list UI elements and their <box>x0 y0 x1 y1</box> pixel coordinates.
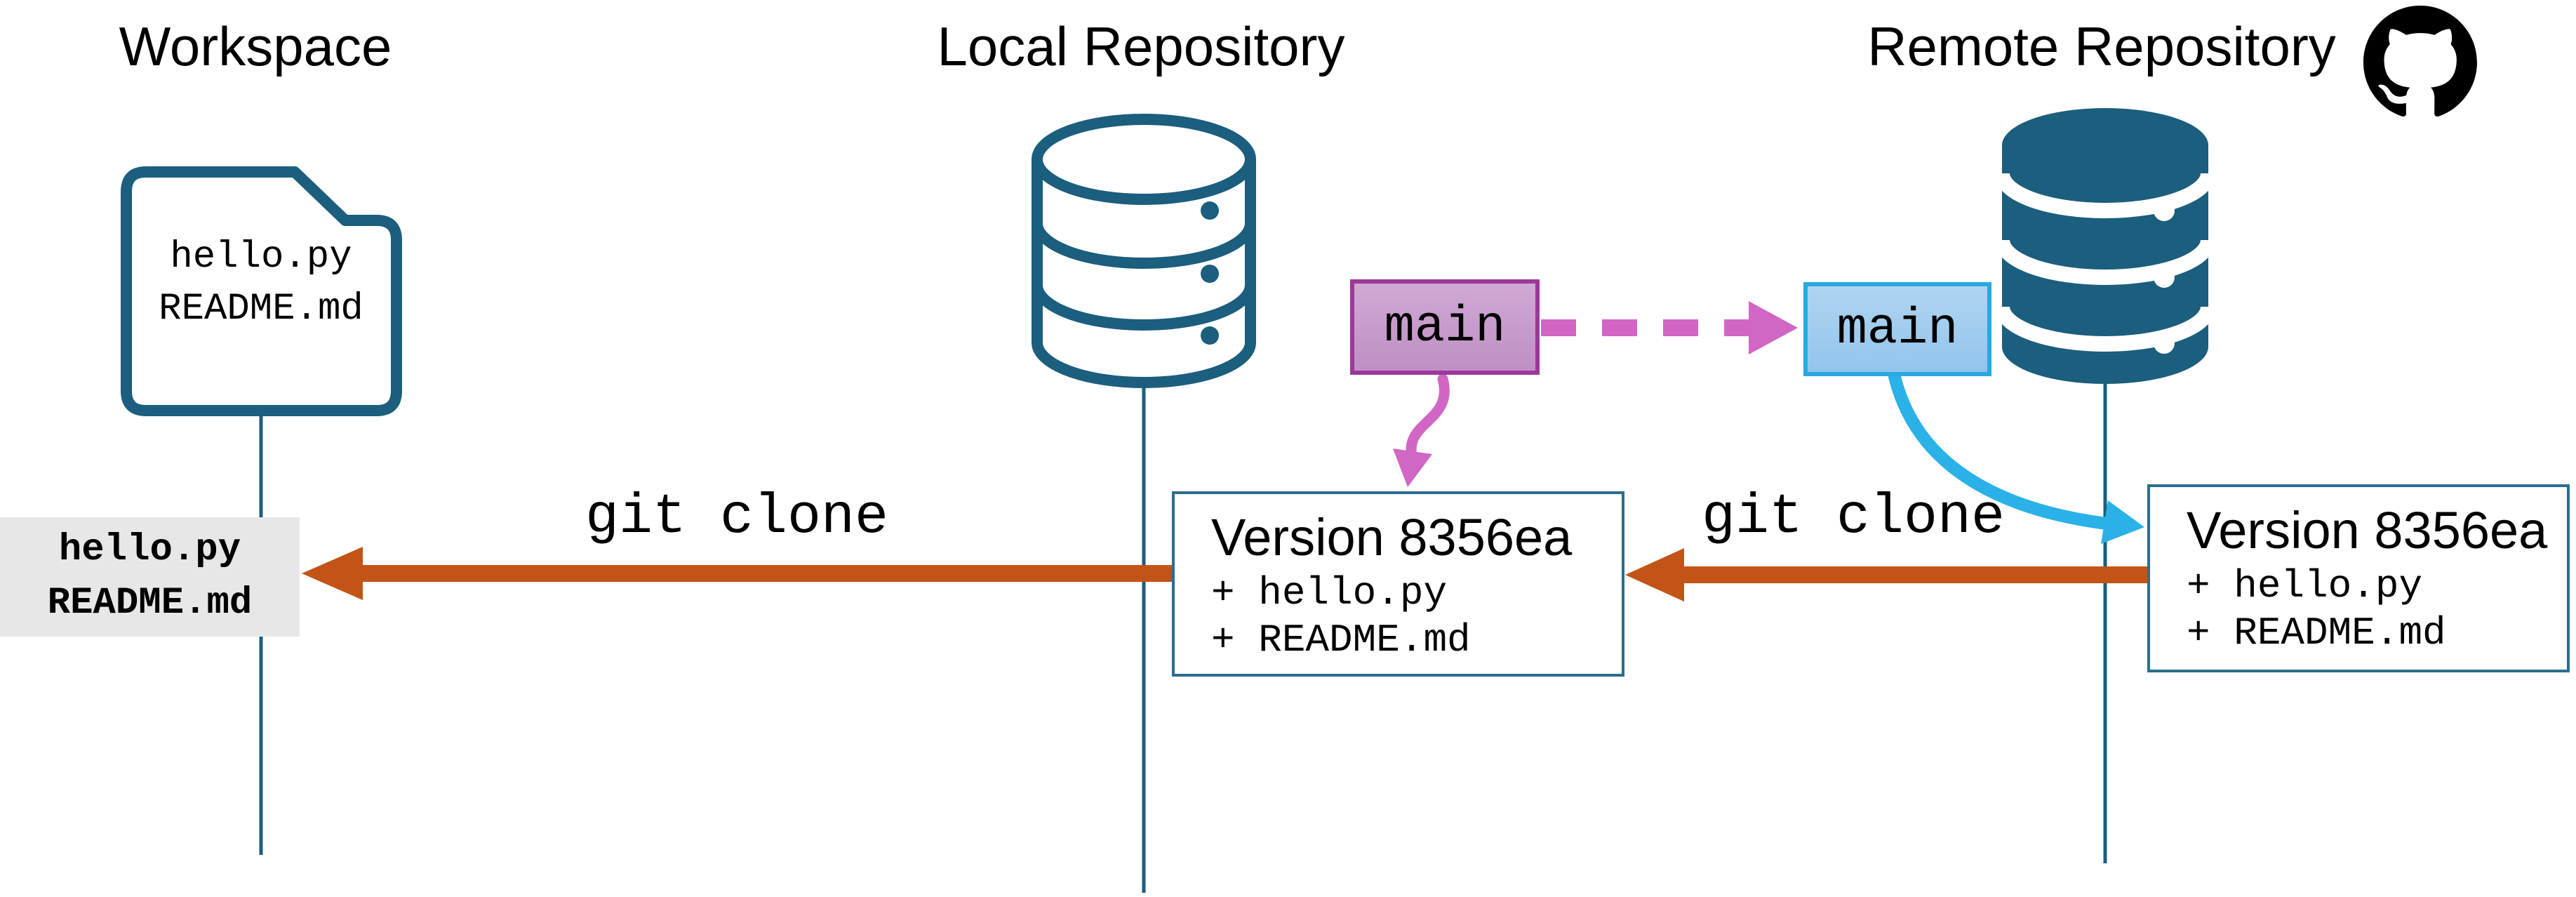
git-clone-label-right: git clone <box>1701 486 2006 550</box>
local-version-change-2: + README.md <box>1211 618 1471 663</box>
remote-repo-title: Remote Repository <box>1867 15 2336 77</box>
database-band-1 <box>1032 222 1256 269</box>
database-dot-3 <box>2154 333 2175 354</box>
database-dot-1 <box>1201 201 1219 220</box>
git-clone-label-left: git clone <box>585 486 889 550</box>
database-gap-2 <box>1994 239 2216 285</box>
local-branch-label: main <box>1384 298 1506 356</box>
local-version-box: Version 8356ea + hello.py + README.md <box>1172 491 1624 677</box>
local-version-change-1: + hello.py <box>1211 571 1448 616</box>
folder-icon <box>121 166 402 416</box>
database-top <box>1032 114 1256 205</box>
remote-version-box: Version 8356ea + hello.py + README.md <box>2147 484 2570 672</box>
local-main-pointer-head <box>1393 448 1432 487</box>
database-silhouette <box>2002 108 2208 384</box>
clone-arrow-remote-to-local <box>1625 548 2150 602</box>
database-outline-icon <box>1032 114 1256 388</box>
remote-version-change-1: + hello.py <box>2187 564 2423 609</box>
working-file-2: README.md <box>47 582 253 625</box>
working-copy-files-box: hello.py README.md <box>0 517 300 637</box>
folder-file-2: README.md <box>159 288 363 331</box>
remote-branch-label: main <box>1836 300 1958 358</box>
local-version-title: Version 8356ea <box>1211 508 1573 566</box>
github-octocat-path <box>2363 6 2477 117</box>
workspace-title: Workspace <box>119 15 392 77</box>
local-main-pointer-curve <box>1406 373 1450 462</box>
remote-main-pointer-curve <box>1888 371 2118 531</box>
clone-arrow-local-to-workspace <box>302 547 1193 600</box>
database-gap-3 <box>1994 306 2216 352</box>
database-band-2 <box>1032 284 1256 331</box>
local-branch-main-box: main <box>1350 279 1540 375</box>
database-body <box>1032 159 1256 388</box>
database-dot-2 <box>2154 267 2175 288</box>
database-dot-2 <box>1201 265 1219 283</box>
branch-track-arrow-head <box>1749 301 1798 354</box>
database-dot-1 <box>2154 200 2175 221</box>
working-file-1: hello.py <box>58 529 241 571</box>
github-octocat-icon <box>2363 6 2477 117</box>
workspace-folder-files: hello.py README.md <box>159 232 363 335</box>
local-repo-title: Local Repository <box>937 15 1345 77</box>
remote-branch-main-box: main <box>1803 282 1991 376</box>
remote-version-title: Version 8356ea <box>2187 501 2548 559</box>
database-solid-icon <box>1994 108 2216 384</box>
remote-main-pointer-head <box>2101 500 2144 544</box>
folder-file-1: hello.py <box>170 236 352 279</box>
database-dot-3 <box>1201 326 1219 345</box>
database-gap-1 <box>1994 173 2216 218</box>
remote-version-change-2: + README.md <box>2187 611 2446 656</box>
